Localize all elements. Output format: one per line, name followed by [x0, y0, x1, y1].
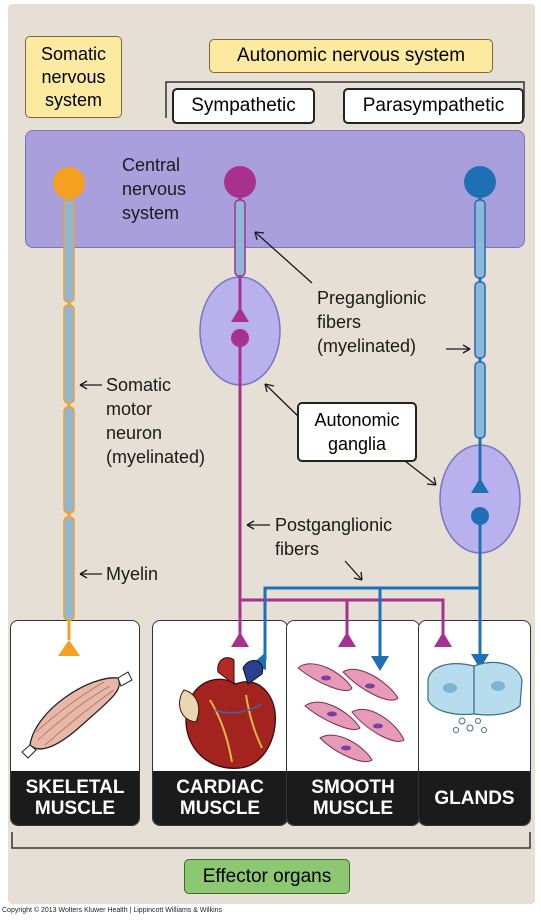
myelin-segment: [63, 199, 75, 303]
central-nervous-system-region: [25, 130, 525, 248]
organ-box-smooth: SMOOTH MUSCLE: [286, 620, 420, 826]
preganglionic-fibers-label: Preganglionic fibers (myelinated): [317, 288, 427, 356]
organ-label-cardiac: CARDIAC MUSCLE: [153, 771, 287, 825]
autonomic-bracket: [165, 81, 525, 118]
sympathetic-label: Sympathetic: [172, 88, 315, 124]
autonomic-ganglia-label: Autonomic ganglia: [297, 402, 417, 462]
parasympathetic-cns-cell-body: [464, 166, 496, 198]
somatic-cell-body: [53, 167, 85, 199]
preganglionic-myelin: [474, 361, 486, 439]
heart-icon: [179, 657, 276, 769]
somatic-terminal: [58, 640, 80, 656]
myelin-label: Myelin: [106, 564, 159, 584]
sympathetic-postganglionic-fiber: [238, 347, 445, 636]
organ-label-skeletal: SKELETAL MUSCLE: [11, 771, 139, 825]
autonomic-nervous-system-label: Autonomic nervous system: [209, 39, 493, 73]
organ-label-glands: GLANDS: [419, 771, 530, 825]
effector-organs-label: Effector organs: [184, 859, 350, 894]
somatic-motor-neuron-label: Somatic motor neuron (myelinated): [106, 375, 206, 467]
organ-label-smooth: SMOOTH MUSCLE: [287, 771, 419, 825]
somatic-motor-neuron: [53, 167, 85, 656]
gland-cells-icon: [427, 661, 523, 733]
parasympathetic-label: Parasympathetic: [343, 88, 524, 124]
myelin-segment: [63, 304, 75, 404]
parasympathetic-pathway: [251, 166, 521, 671]
somatic-nervous-system-label: Somatic nervous system: [25, 36, 122, 118]
parasympathetic-postganglionic-fiber: [263, 525, 482, 660]
preganglionic-myelin: [234, 199, 246, 277]
skeletal-muscle-icon: [21, 671, 133, 759]
effector-bracket: [11, 832, 531, 849]
postganglionic-fibers-label: Postganglionic fibers: [275, 515, 393, 559]
sympathetic-pathway: [199, 166, 452, 647]
annotation-arrows: [79, 231, 471, 581]
cns-label: Central nervous system: [122, 155, 187, 223]
preganglionic-myelin: [474, 281, 486, 359]
myelin-segment: [63, 406, 75, 514]
preganglionic-myelin: [474, 199, 486, 279]
sympathetic-cns-cell-body: [224, 166, 256, 198]
copyright-notice: Copyright © 2013 Wolters Kluwer Health |…: [2, 907, 223, 914]
myelin-segment: [63, 516, 75, 621]
smooth-muscle-cells-icon: [297, 663, 405, 762]
